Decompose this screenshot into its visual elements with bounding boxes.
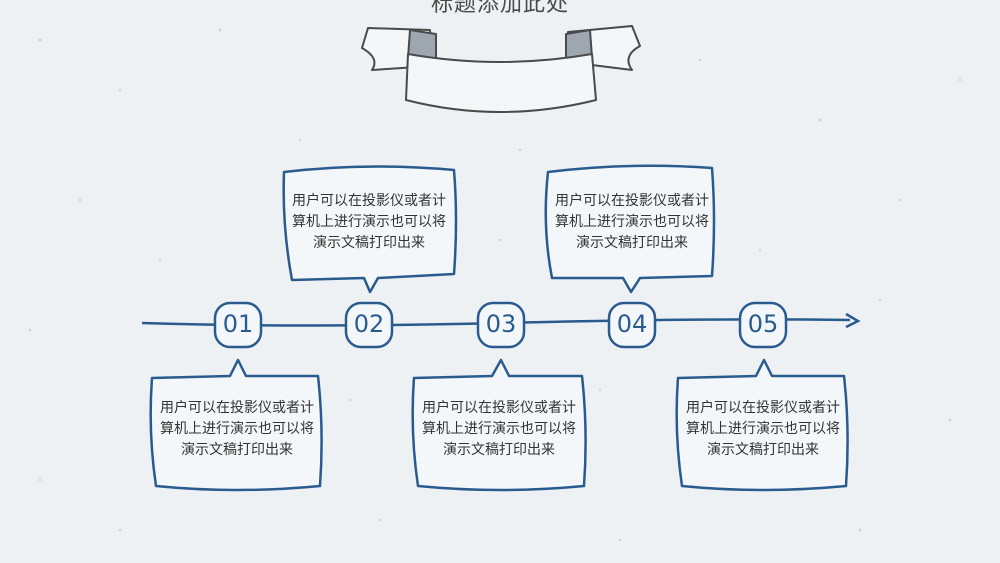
speech-bubbles: [149, 164, 849, 492]
bubble-text: 用户可以在投影仪或者计算机上进行演示也可以将演示文稿打印出来: [686, 400, 840, 458]
timeline-node: [738, 301, 788, 349]
timeline-node: [213, 301, 263, 349]
speech-bubble: [282, 165, 458, 294]
ribbon-banner-icon: [361, 25, 641, 113]
node-label: 03: [485, 310, 517, 338]
bubble-text: 用户可以在投影仪或者计算机上进行演示也可以将演示文稿打印出来: [292, 193, 446, 251]
speech-bubble: [149, 358, 323, 492]
timeline-node: [344, 301, 394, 349]
arrow-right-icon: [845, 312, 861, 329]
node-label: 01: [222, 310, 254, 338]
bubble-text: 用户可以在投影仪或者计算机上进行演示也可以将演示文稿打印出来: [555, 193, 709, 251]
timeline-nodes: [213, 301, 788, 349]
bubble-text: 用户可以在投影仪或者计算机上进行演示也可以将演示文稿打印出来: [160, 400, 314, 458]
slide-title: 标题添加此处: [430, 0, 569, 17]
node-label: 04: [616, 310, 648, 338]
bubble-text: 用户可以在投影仪或者计算机上进行演示也可以将演示文稿打印出来: [422, 400, 576, 458]
node-label: 05: [747, 310, 779, 338]
speech-bubble: [675, 358, 849, 492]
speech-bubble: [544, 164, 716, 294]
timeline-node: [476, 301, 526, 349]
timeline-node: [607, 301, 657, 349]
speech-bubble: [411, 358, 587, 492]
node-label: 02: [353, 310, 385, 338]
